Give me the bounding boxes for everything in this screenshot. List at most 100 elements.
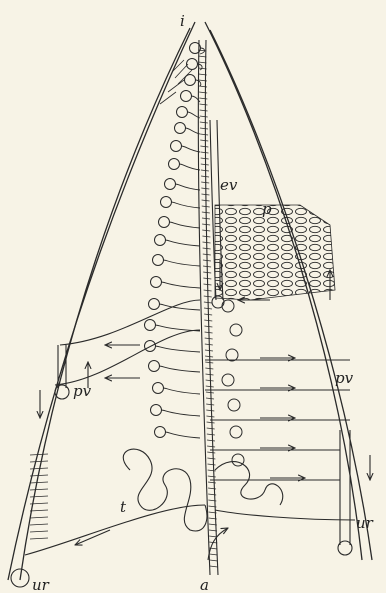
striation-line xyxy=(30,517,48,518)
tube-ring xyxy=(203,254,211,255)
tube-ring xyxy=(208,476,216,477)
loop-stem xyxy=(161,410,200,416)
tube-ring xyxy=(205,338,213,339)
loop-circle xyxy=(177,107,188,118)
tube-ring xyxy=(207,446,215,447)
tube-ring xyxy=(206,410,214,411)
tube-ring xyxy=(204,326,212,327)
tube-ring xyxy=(203,266,211,267)
loop-circle xyxy=(222,374,234,386)
tube-ring xyxy=(198,56,206,57)
tube-ring xyxy=(200,140,208,141)
tube-ring xyxy=(207,434,215,435)
loop-circle xyxy=(153,383,164,394)
tube-ring xyxy=(203,272,211,273)
tube-ring xyxy=(201,164,209,165)
tube-ring xyxy=(204,290,212,291)
convoluted-tubule xyxy=(123,449,282,531)
loop-stem xyxy=(161,282,200,288)
tube-ring xyxy=(204,296,212,297)
striation-line xyxy=(30,538,48,539)
label-a: a xyxy=(200,576,209,593)
tube-ring xyxy=(203,284,211,285)
tube-ring xyxy=(201,152,209,153)
tube-ring xyxy=(203,242,211,243)
tube-ring xyxy=(208,482,216,483)
tube-ring xyxy=(210,566,218,567)
tube-ring xyxy=(210,560,218,561)
cell-mass-p xyxy=(215,205,335,300)
loop-stem xyxy=(179,164,200,170)
loop-stem xyxy=(171,202,200,208)
tube-ring xyxy=(203,260,211,261)
loop-circle xyxy=(165,179,176,190)
tube-ring xyxy=(205,344,213,345)
tube-ring xyxy=(204,314,212,315)
loop-stem xyxy=(163,260,200,266)
tube-ring xyxy=(205,356,213,357)
label-p: p xyxy=(262,200,272,218)
tube-ring xyxy=(201,158,209,159)
loop-stem xyxy=(163,388,200,394)
loop-circle xyxy=(161,197,172,208)
tube-ring xyxy=(205,332,213,333)
loop-circle xyxy=(149,361,160,372)
tube-ring xyxy=(205,350,213,351)
loop-circle xyxy=(145,320,156,331)
loop-circle xyxy=(159,217,170,228)
tube-ring xyxy=(208,470,216,471)
striation-line xyxy=(30,468,48,469)
tube-ring xyxy=(199,104,207,105)
flow-arrows xyxy=(40,260,370,560)
tube-ring xyxy=(204,320,212,321)
tube-ring xyxy=(201,170,209,171)
tube-ring xyxy=(207,452,215,453)
tube-ring xyxy=(203,248,211,249)
label-pv-left: pv xyxy=(73,382,92,400)
tube-ring xyxy=(200,146,208,147)
tube-ring xyxy=(207,422,215,423)
loop-circle xyxy=(171,141,182,152)
striation-line xyxy=(30,461,48,462)
tube-ring xyxy=(200,110,208,111)
loop-circle xyxy=(187,59,198,70)
loop-circle xyxy=(155,427,166,438)
loop-circle xyxy=(175,123,186,134)
tube-ring xyxy=(200,134,208,135)
loop-stem xyxy=(159,366,200,372)
loop-circle xyxy=(149,299,160,310)
tubule-branches xyxy=(25,300,355,555)
striation-line xyxy=(30,524,48,525)
tube-ring xyxy=(203,278,211,279)
loop-stem xyxy=(169,222,200,228)
loop-stem xyxy=(175,184,200,190)
tube-ring xyxy=(205,362,213,363)
loop-stem xyxy=(185,128,200,134)
tube-ring xyxy=(201,176,209,177)
loop-circle xyxy=(230,426,242,438)
tube-ring xyxy=(202,236,210,237)
tube-ring xyxy=(201,188,209,189)
tube-ring xyxy=(210,554,218,555)
label-ev: ev xyxy=(220,176,238,194)
tube-ring xyxy=(202,218,210,219)
tube-ring xyxy=(208,464,216,465)
loop-circle xyxy=(185,75,196,86)
tube-ring xyxy=(204,302,212,303)
striation-line xyxy=(30,510,48,511)
loop-stem xyxy=(181,146,200,152)
loop-circle xyxy=(230,324,242,336)
loop-circle xyxy=(145,341,156,352)
label-ur-left: ur xyxy=(32,576,50,593)
tube-ring xyxy=(202,230,210,231)
loop-stem xyxy=(159,304,200,310)
tube-ring xyxy=(200,116,208,117)
tube-ring xyxy=(202,206,210,207)
loop-circle xyxy=(155,235,166,246)
left-striations xyxy=(30,454,48,539)
tube-ring xyxy=(206,404,214,405)
tube-ring xyxy=(207,458,215,459)
tube-ring xyxy=(200,128,208,129)
label-ur-right: ur xyxy=(356,514,374,532)
